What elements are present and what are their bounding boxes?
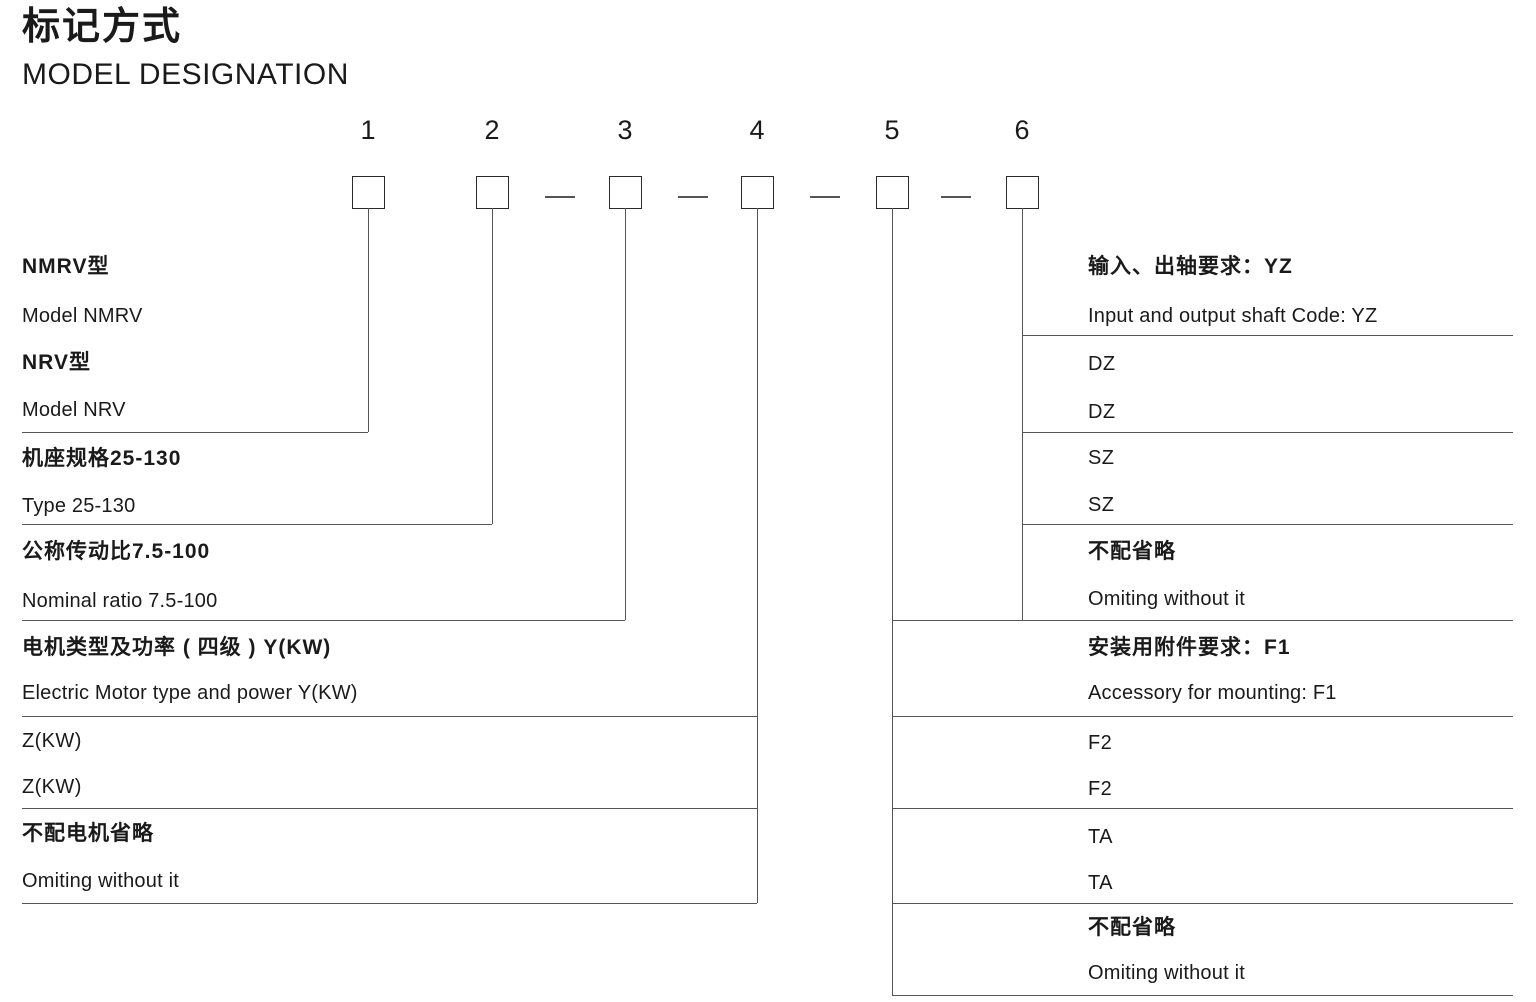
group-rule-left-1 [22,432,368,433]
group-rule-right-6a [1022,335,1513,336]
left-row-zkw-cn: Z(KW) [22,730,82,752]
code-box-4 [741,176,774,209]
right-row-omit5-en: Omiting without it [1088,962,1245,984]
right-row-shaft-cn: 输入、出轴要求：YZ [1088,255,1293,278]
left-row-motor-en: Electric Motor type and power Y(KW) [22,682,358,704]
left-row-motor-cn: 电机类型及功率 ( 四级 ) Y(KW) [22,636,332,659]
dash-separator-3-4 [678,196,708,198]
position-number-1: 1 [360,115,376,145]
right-row-dz-cn: DZ [1088,353,1116,375]
group-rule-right-6d [892,620,1513,621]
right-row-omit6-cn: 不配省略 [1088,540,1176,563]
right-row-sz-cn: SZ [1088,447,1115,469]
group-rule-right-5b [892,808,1513,809]
page-title-en: MODEL DESIGNATION [22,58,349,91]
group-rule-left-4b [22,808,757,809]
code-box-2 [476,176,509,209]
group-rule-right-5c [892,903,1513,904]
page-title-cn: 标记方式 [22,6,183,48]
left-row-omit-en: Omiting without it [22,870,179,892]
left-row-omit-cn: 不配电机省略 [22,822,154,845]
right-row-shaft-en: Input and output shaft Code: YZ [1088,305,1378,327]
leader-line-3-vertical [625,208,626,620]
right-row-f2-en: F2 [1088,778,1113,800]
left-row-zkw-en: Z(KW) [22,776,82,798]
code-box-1 [352,176,385,209]
right-row-f2-cn: F2 [1088,732,1113,754]
left-row-nmrv-en: Model NMRV [22,305,143,327]
right-row-dz-en: DZ [1088,401,1116,423]
position-number-4: 4 [749,115,765,145]
leader-line-5-vertical [892,208,893,995]
group-rule-right-5d [892,995,1513,996]
right-row-ta-cn: TA [1088,826,1113,848]
leader-line-1-vertical [368,208,369,432]
code-box-6 [1006,176,1039,209]
group-rule-right-6b [1022,432,1513,433]
left-row-type-en: Type 25-130 [22,495,136,517]
position-number-6: 6 [1014,115,1030,145]
leader-line-4-vertical [757,208,758,903]
group-rule-right-5a [892,716,1513,717]
right-row-accessory-en: Accessory for mounting: F1 [1088,682,1337,704]
leader-line-2-vertical [492,208,493,524]
leader-line-6-vertical [1022,208,1023,620]
dash-separator-2-3 [545,196,575,198]
code-box-3 [609,176,642,209]
position-number-3: 3 [617,115,633,145]
position-number-2: 2 [484,115,500,145]
right-row-accessory-cn: 安装用附件要求：F1 [1088,636,1291,659]
group-rule-left-2 [22,524,492,525]
left-row-ratio-en: Nominal ratio 7.5-100 [22,590,218,612]
left-row-type-cn: 机座规格25-130 [22,447,182,470]
dash-separator-5-6 [941,196,971,198]
right-row-sz-en: SZ [1088,494,1115,516]
left-row-nmrv-cn: NMRV型 [22,255,110,278]
group-rule-left-4c [22,903,757,904]
group-rule-left-4a [22,716,757,717]
dash-separator-4-5 [810,196,840,198]
code-box-5 [876,176,909,209]
left-row-nrv-cn: NRV型 [22,351,91,374]
right-row-omit5-cn: 不配省略 [1088,916,1176,939]
left-row-nrv-en: Model NRV [22,399,126,421]
group-rule-left-3 [22,620,625,621]
group-rule-right-6c [1022,524,1513,525]
right-row-ta-en: TA [1088,872,1113,894]
position-number-5: 5 [884,115,900,145]
right-row-omit6-en: Omiting without it [1088,588,1245,610]
left-row-ratio-cn: 公称传动比7.5-100 [22,540,211,563]
